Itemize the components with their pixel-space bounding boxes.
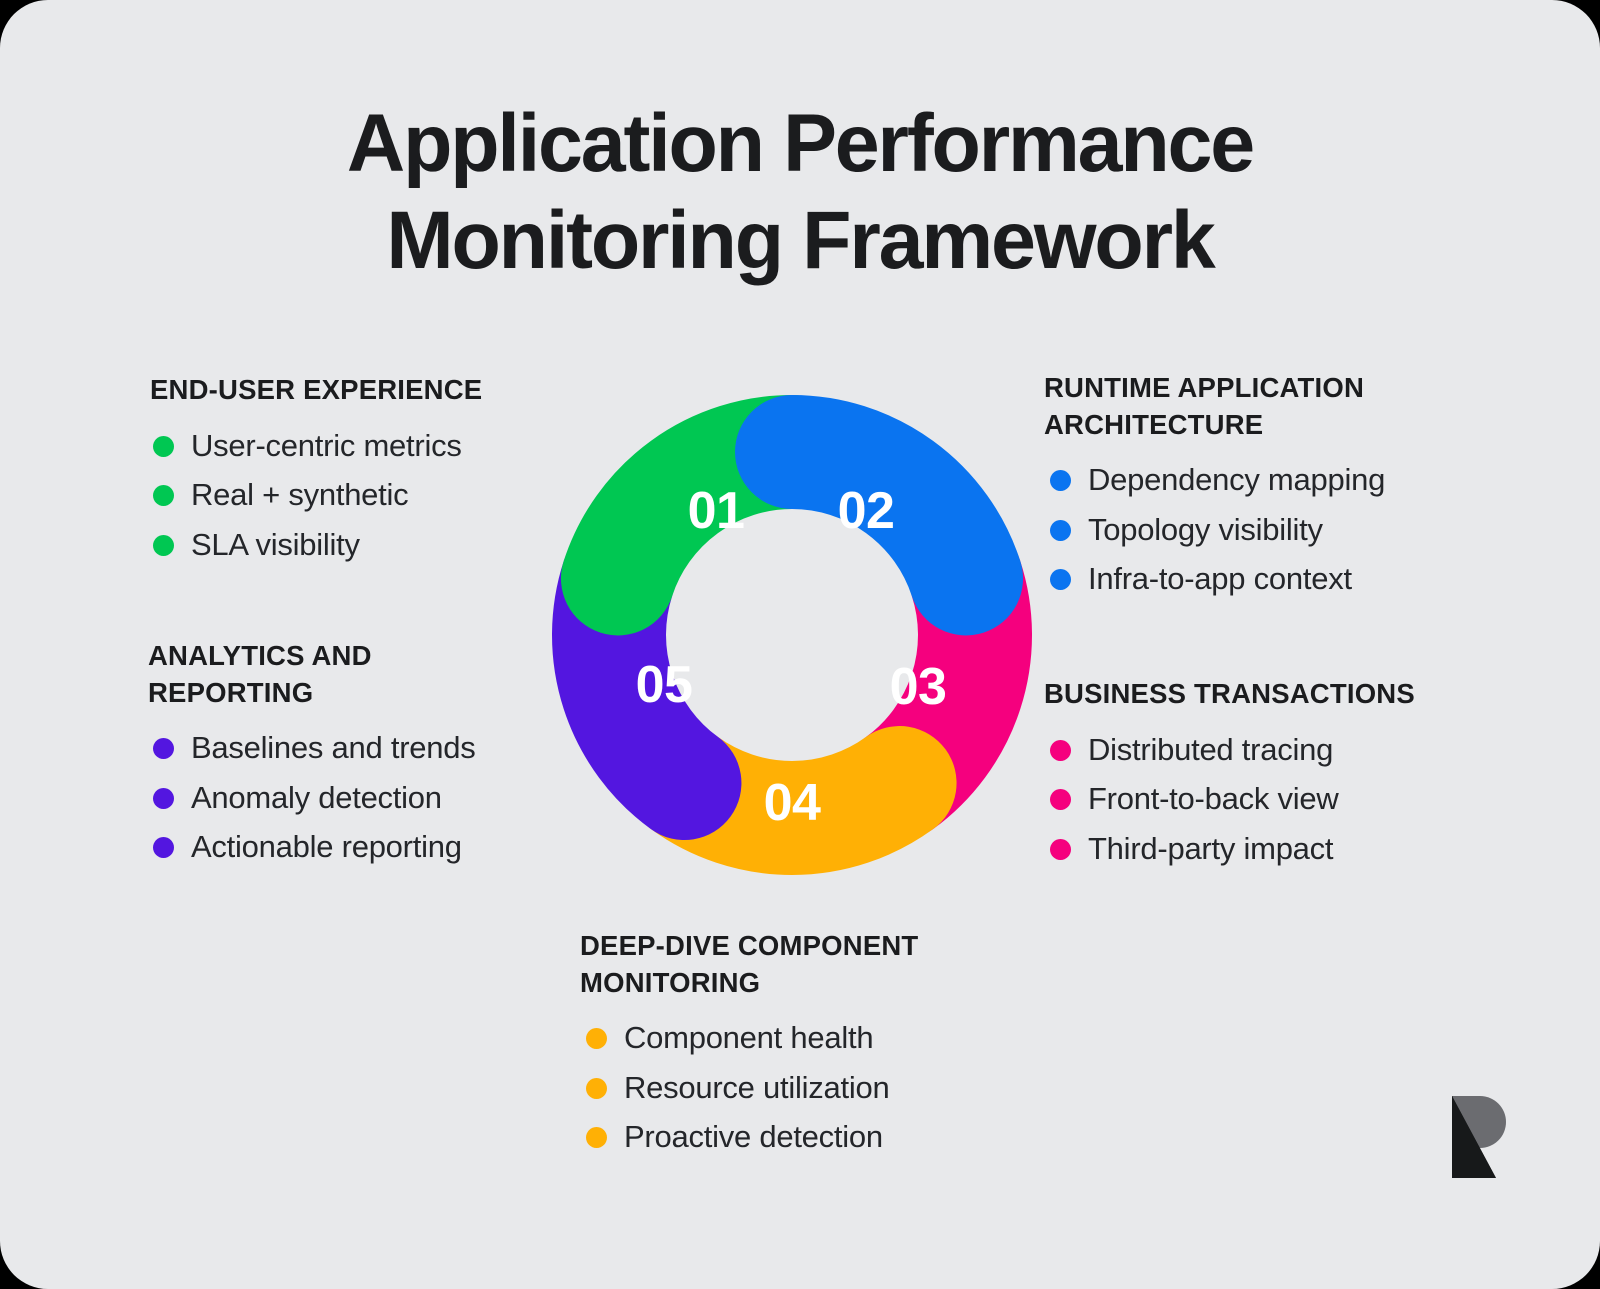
list-item: User-centric metrics [153,423,568,470]
list-item-label: Topology visibility [1088,511,1323,547]
donut-segment-number-05: 05 [636,656,693,714]
list-item: Actionable reporting [153,824,568,871]
list-item: Anomaly detection [153,775,568,822]
bullet-dot-orange-icon [586,1127,607,1149]
logo-edge [1452,1096,1453,1178]
list-runtime-application-architecture: Dependency mapping Topology visibility I… [1044,457,1514,603]
bullet-dot-orange-icon [586,1028,607,1050]
list-item: Third-party impact [1050,826,1514,873]
donut-segment-number-04: 04 [764,774,821,832]
block-heading-end-user-experience: END-USER EXPERIENCE [150,374,483,405]
list-item-label: User-centric metrics [191,427,462,463]
page-title: Application Performance Monitoring Frame… [12,96,1588,290]
bullet-dot-blue-icon [1050,519,1071,541]
list-item: Dependency mapping [1050,457,1514,504]
list-item-label: Anomaly detection [191,779,442,815]
list-item: Baselines and trends [153,725,568,772]
bullet-dot-pink-icon [1050,739,1071,761]
list-item: Component health [586,1015,1050,1062]
bullet-dot-orange-icon [586,1077,607,1099]
list-item: Proactive detection [586,1114,1050,1161]
donut-arc-group [552,395,1032,875]
donut-chart: 01 02 03 04 05 [552,395,1032,875]
bullet-dot-purple-icon [153,837,174,859]
block-end-user-experience: END-USER EXPERIENCE User-centric metrics… [148,372,568,571]
list-item: Front-to-back view [1050,776,1514,823]
list-item-label: Dependency mapping [1088,462,1386,498]
list-item-label: Infra-to-app context [1088,561,1352,597]
list-item: Distributed tracing [1050,727,1514,774]
donut-segment-number-03: 03 [890,658,947,716]
bullet-dot-pink-icon [1050,789,1071,811]
bullet-dot-green-icon [153,485,174,507]
block-business-transactions: BUSINESS TRANSACTIONS Distributed tracin… [1044,676,1514,875]
list-item-label: Front-to-back view [1088,781,1339,817]
bullet-dot-blue-icon [1050,569,1071,591]
donut-number-group: 01 02 03 04 05 [636,482,947,832]
bullet-dot-pink-icon [1050,838,1071,860]
block-deep-dive-component-monitoring: DEEP-DIVE COMPONENT MONITORING Component… [580,928,1050,1164]
list-analytics-and-reporting: Baselines and trends Anomaly detection A… [148,725,568,871]
donut-segment-number-01: 01 [688,482,745,540]
block-runtime-application-architecture: RUNTIME APPLICATION ARCHITECTURE Depende… [1044,370,1514,606]
list-business-transactions: Distributed tracing Front-to-back view T… [1044,727,1514,873]
page-title-line-2: Monitoring Framework [386,194,1215,286]
bullet-dot-green-icon [153,534,174,556]
block-heading-business-transactions: BUSINESS TRANSACTIONS [1044,678,1415,709]
donut-segment-02[interactable] [735,395,1024,636]
brand-logo-r [1448,1096,1512,1178]
list-item-label: Actionable reporting [191,829,462,865]
bullet-dot-purple-icon [153,787,174,809]
list-item-label: SLA visibility [191,526,360,562]
list-item: Topology visibility [1050,507,1514,554]
bullet-dot-blue-icon [1050,470,1071,492]
block-analytics-and-reporting: ANALYTICS AND REPORTING Baselines and tr… [148,638,568,874]
logo-diagonal-shape [1452,1096,1496,1178]
list-item: Resource utilization [586,1065,1050,1112]
bullet-dot-green-icon [153,435,174,457]
list-deep-dive-component-monitoring: Component health Resource utilization Pr… [580,1015,1050,1161]
list-item-label: Component health [624,1020,874,1056]
block-heading-runtime-application-architecture: RUNTIME APPLICATION ARCHITECTURE [1044,372,1365,440]
list-item-label: Distributed tracing [1088,731,1334,767]
page-title-line-1: Application Performance [346,98,1255,189]
list-item: Infra-to-app context [1050,556,1514,603]
bullet-dot-purple-icon [153,738,174,760]
list-end-user-experience: User-centric metrics Real + synthetic SL… [148,423,568,569]
list-item: SLA visibility [153,522,568,569]
donut-segment-number-02: 02 [838,482,895,540]
block-heading-analytics-and-reporting: ANALYTICS AND REPORTING [148,640,372,708]
list-item-label: Third-party impact [1088,830,1334,866]
list-item-label: Resource utilization [624,1069,890,1105]
block-heading-deep-dive-component-monitoring: DEEP-DIVE COMPONENT MONITORING [580,930,919,998]
list-item: Real + synthetic [153,472,568,519]
list-item-label: Real + synthetic [191,477,409,513]
list-item-label: Proactive detection [624,1119,883,1155]
list-item-label: Baselines and trends [191,730,476,766]
